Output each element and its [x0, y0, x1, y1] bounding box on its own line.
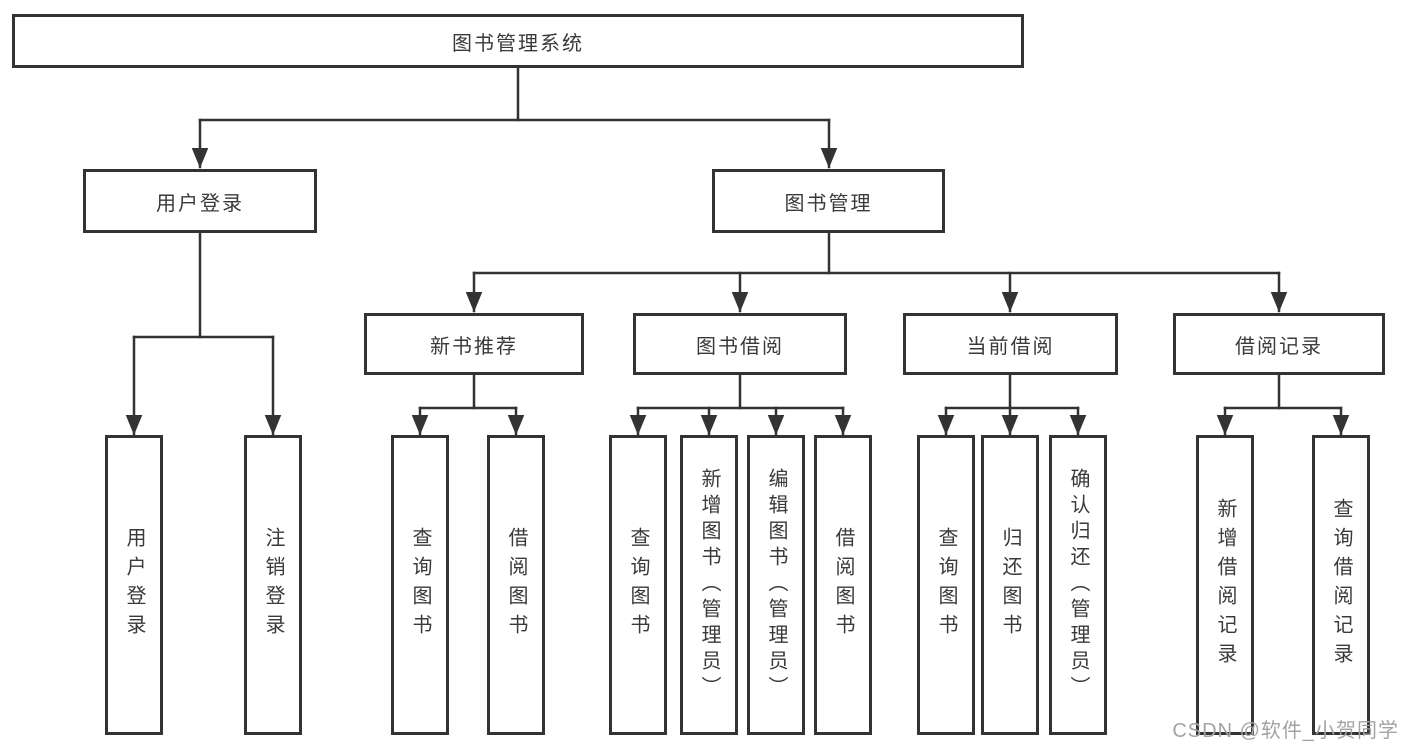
- leaf-borrow-book-2-label: 借阅图书: [832, 527, 854, 643]
- leaf-add-borrow-record: 新增借阅记录: [1196, 435, 1254, 735]
- leaf-query-book-2-label: 查询图书: [627, 527, 649, 643]
- leaf-query-borrow-record: 查询借阅记录: [1312, 435, 1370, 735]
- node-new-book-recommend-label: 新书推荐: [430, 335, 518, 358]
- leaf-borrow-book-1: 借阅图书: [487, 435, 545, 735]
- leaf-query-book-2: 查询图书: [609, 435, 667, 735]
- leaf-logout: 注销登录: [244, 435, 302, 735]
- node-current-borrow: 当前借阅: [903, 313, 1118, 375]
- leaf-query-book-1: 查询图书: [391, 435, 449, 735]
- leaf-query-book-3-label: 查询图书: [935, 527, 957, 643]
- node-borrow-record-label: 借阅记录: [1235, 335, 1323, 358]
- leaf-logout-label: 注销登录: [262, 527, 284, 643]
- watermark: CSDN @软件_小贺同学: [1172, 720, 1399, 742]
- node-root-label: 图书管理系统: [452, 32, 584, 55]
- leaf-add-book-admin: 新增图书（管理员）: [680, 435, 738, 735]
- leaf-return-book-label: 归还图书: [999, 527, 1021, 643]
- leaf-borrow-book-2: 借阅图书: [814, 435, 872, 735]
- leaf-user-login-label: 用户登录: [123, 527, 145, 643]
- node-new-book-recommend: 新书推荐: [364, 313, 584, 375]
- leaf-query-borrow-record-label: 查询借阅记录: [1330, 498, 1352, 672]
- leaf-confirm-return-admin-label: 确认归还（管理员）: [1067, 468, 1089, 702]
- node-root: 图书管理系统: [12, 14, 1024, 68]
- leaf-return-book: 归还图书: [981, 435, 1039, 735]
- node-book-borrow-label: 图书借阅: [696, 335, 784, 358]
- leaf-edit-book-admin: 编辑图书（管理员）: [747, 435, 805, 735]
- leaf-user-login: 用户登录: [105, 435, 163, 735]
- node-book-management: 图书管理: [712, 169, 945, 233]
- leaf-add-book-admin-label: 新增图书（管理员）: [698, 468, 720, 702]
- node-borrow-record: 借阅记录: [1173, 313, 1385, 375]
- leaf-confirm-return-admin: 确认归还（管理员）: [1049, 435, 1107, 735]
- node-book-borrow: 图书借阅: [633, 313, 847, 375]
- leaf-add-borrow-record-label: 新增借阅记录: [1214, 498, 1236, 672]
- node-book-management-label: 图书管理: [784, 192, 873, 215]
- leaf-query-book-3: 查询图书: [917, 435, 975, 735]
- leaf-edit-book-admin-label: 编辑图书（管理员）: [765, 468, 787, 702]
- node-current-borrow-label: 当前借阅: [966, 335, 1055, 358]
- node-user-login-label: 用户登录: [156, 192, 244, 215]
- leaf-borrow-book-1-label: 借阅图书: [505, 527, 527, 643]
- node-user-login: 用户登录: [83, 169, 317, 233]
- leaf-query-book-1-label: 查询图书: [409, 527, 431, 643]
